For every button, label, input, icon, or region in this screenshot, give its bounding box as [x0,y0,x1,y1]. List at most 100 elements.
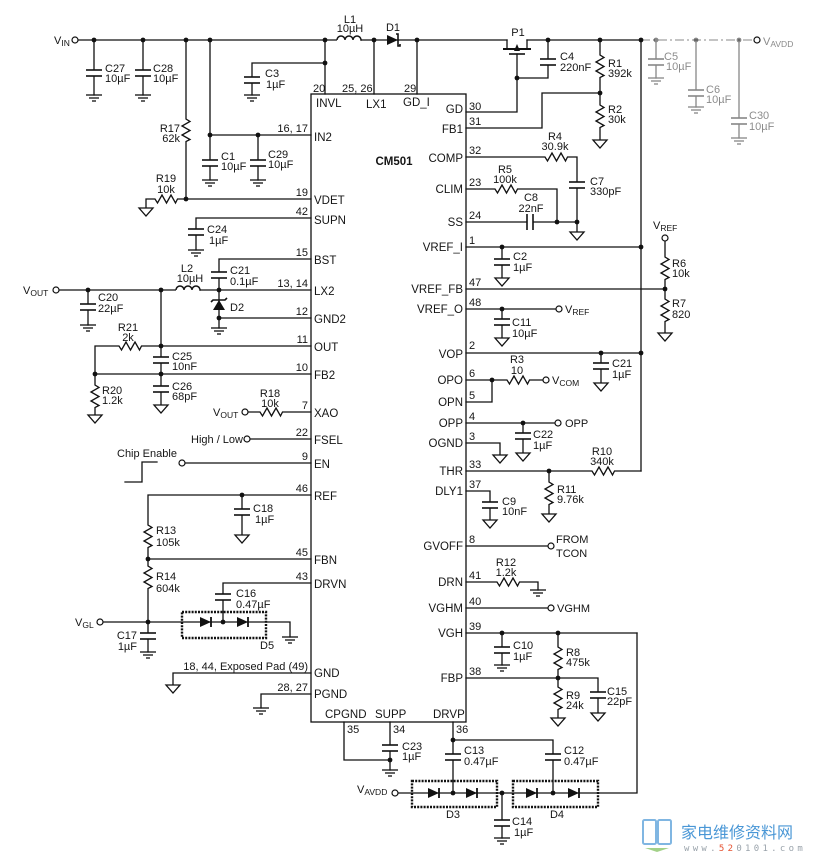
vavdd-label-sub: AVDD [770,39,793,49]
r4-value: 30.9k [542,141,569,153]
c28-value: 10µF [153,73,179,85]
vavdd-bottom-label-sub: AVDD [364,787,387,797]
junction-dot [387,757,393,763]
faint-output-caps: C5 10µF C6 10µF C30 10µF [641,37,775,145]
vin-label-main: V [54,35,62,47]
c25-value: 10nF [172,361,197,373]
c26-capacitor-symbol [151,385,171,393]
c26-ref: C26 [172,381,192,393]
c17-capacitor-symbol [138,632,158,640]
l1-ref: L1 [344,14,356,26]
pin-number: 24 [469,210,481,222]
watermark-url-highlight: 52 [719,844,736,854]
r6-resistor-symbol [659,254,671,282]
pin-name: FB1 [442,124,463,136]
junction-dot [638,37,644,43]
pin-name: INVL [316,98,342,110]
pin-name: VDET [314,195,345,207]
pin-name: OPO [437,375,463,387]
junction-dot [499,630,505,636]
book-logo-icon [642,819,672,852]
c21-vop-capacitor-symbol [591,362,611,370]
wire-c3 [251,62,326,96]
r19-ref: R19 [156,173,176,185]
vin-label: VIN [54,35,70,48]
signal-ground-icon [234,534,250,544]
pin-name: VREF_FB [411,284,463,296]
junction-dot [239,492,245,498]
junction-dot [183,37,189,43]
c14-ref: C14 [512,816,532,828]
pin-name: IN2 [314,132,332,144]
pin-number: 18, 44, Exposed Pad (49) [183,661,308,673]
c21-vop-value: 1µF [612,369,631,381]
signal-ground-icon [569,231,585,241]
r7-ref: R7 [672,298,686,310]
p1-arrow-icon [514,44,520,51]
r18-ref: R18 [260,388,280,400]
c17-value: 1µF [118,641,137,653]
junction-dot [92,371,98,377]
junction-dot [158,287,164,293]
pin-name: OGND [429,438,464,450]
junction-dot [546,468,552,474]
c13-ref: C13 [464,745,484,757]
pin-name: GND [314,668,340,680]
d3-diode-symbol [465,787,478,799]
c27-ref: C27 [105,63,125,75]
junction-dot [598,350,604,356]
c7-ref: C7 [590,176,604,188]
r9-value: 24k [566,700,584,712]
r17-resistor-symbol [180,116,192,144]
wire-ognd [465,442,501,456]
r11-ref: R11 [557,484,576,496]
pin-name: GD_I [403,97,430,109]
ground-icon [647,77,665,85]
gvoff-source-label-line1: FROM [556,534,588,546]
pin-name: PGND [314,689,347,701]
ground-icon [187,249,205,257]
wire-ref [147,494,312,653]
pin-name: VOP [439,349,464,361]
vcom-terminal-icon [542,376,550,384]
r2-resistor-symbol [594,102,606,130]
junction-dot [450,737,456,743]
junction-dot [183,196,189,202]
c7-capacitor-symbol [567,181,587,189]
pin-name: SUPN [314,215,346,227]
c24-ref: C24 [207,224,227,236]
c25-capacitor-symbol [151,356,171,364]
pin-number: 20 [313,83,325,95]
c2-capacitor-symbol [492,258,512,266]
c5-capacitor-symbol [646,58,666,66]
wire-c12 [452,739,554,794]
r13-resistor-symbol [142,522,154,550]
signal-ground-icon [494,277,510,287]
c10-value: 1µF [513,651,532,663]
c4-capacitor-symbol [538,58,558,66]
signal-ground-icon [138,207,154,217]
r8-resistor-symbol [552,644,564,672]
c27-value: 10µF [105,73,131,85]
signal-ground-icon [657,332,673,342]
pin-number: 40 [469,596,481,608]
d5-diode-symbol [236,616,249,628]
r5-ref: R5 [498,164,512,176]
junction-dot [220,619,226,625]
vgl-label-main: V [75,617,83,629]
p1-ref: P1 [511,27,524,39]
c1-ref: C1 [221,151,235,163]
signal-ground-icon [590,712,606,722]
wire-opn [465,379,493,403]
r20-value: 1.2k [102,395,123,407]
c30-value: 10µF [749,121,775,133]
opp-label: OPP [565,418,588,430]
pin-name: VREF_O [417,304,463,316]
r14-ref: R14 [156,571,176,583]
junction-dot [693,37,699,43]
c21-bst-value: 0.1µF [230,276,259,288]
c21-bst-ref: C21 [230,265,250,277]
c26-value: 68pF [172,391,197,403]
wire-fbp [465,677,599,714]
signal-ground-icon [153,404,169,414]
